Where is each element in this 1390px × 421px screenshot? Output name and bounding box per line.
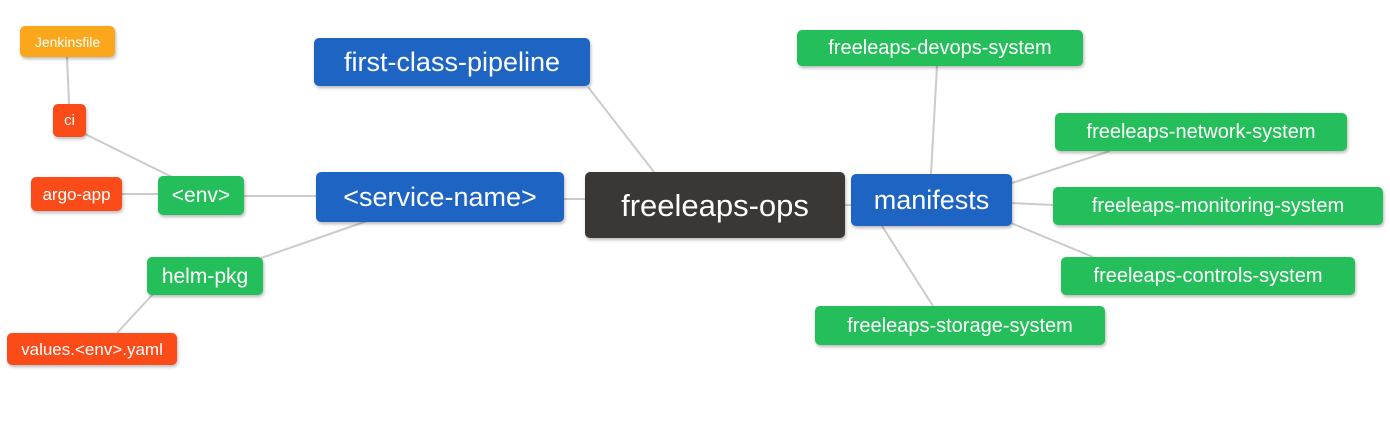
edge-manifests-controls (1010, 222, 1094, 258)
node-freeleaps-storage-system[interactable]: freeleaps-storage-system (815, 306, 1105, 345)
node-freeleaps-devops-system[interactable]: freeleaps-devops-system (797, 30, 1083, 66)
edge-manifests-network (1011, 150, 1111, 184)
node-freeleaps-ops[interactable]: freeleaps-ops (585, 172, 845, 238)
edge-helm-pkg-values (116, 293, 154, 334)
edge-ci-env (84, 133, 173, 178)
edge-service-name-helm-pkg (260, 220, 368, 259)
node-freeleaps-monitoring-system[interactable]: freeleaps-monitoring-system (1053, 187, 1383, 225)
node-manifests[interactable]: manifests (851, 174, 1012, 226)
edge-jenkinsfile-ci (66, 56, 70, 105)
node-argo-app[interactable]: argo-app (31, 177, 122, 211)
node-freeleaps-controls-system[interactable]: freeleaps-controls-system (1061, 257, 1355, 295)
node-jenkinsfile[interactable]: Jenkinsfile (20, 26, 115, 57)
edge-devops-manifests (930, 65, 938, 175)
node-first-class-pipeline[interactable]: first-class-pipeline (314, 38, 590, 86)
edge-manifests-monitoring (1011, 202, 1054, 206)
node-service-name[interactable]: <service-name> (316, 172, 564, 222)
edge-manifests-storage (881, 225, 934, 307)
edge-pipeline-freeleaps-ops (587, 86, 655, 173)
node-ci[interactable]: ci (53, 104, 86, 137)
node-env[interactable]: <env> (158, 176, 244, 215)
node-freeleaps-network-system[interactable]: freeleaps-network-system (1055, 113, 1347, 151)
node-values-env-yaml[interactable]: values.<env>.yaml (7, 333, 177, 365)
node-helm-pkg[interactable]: helm-pkg (147, 257, 263, 295)
